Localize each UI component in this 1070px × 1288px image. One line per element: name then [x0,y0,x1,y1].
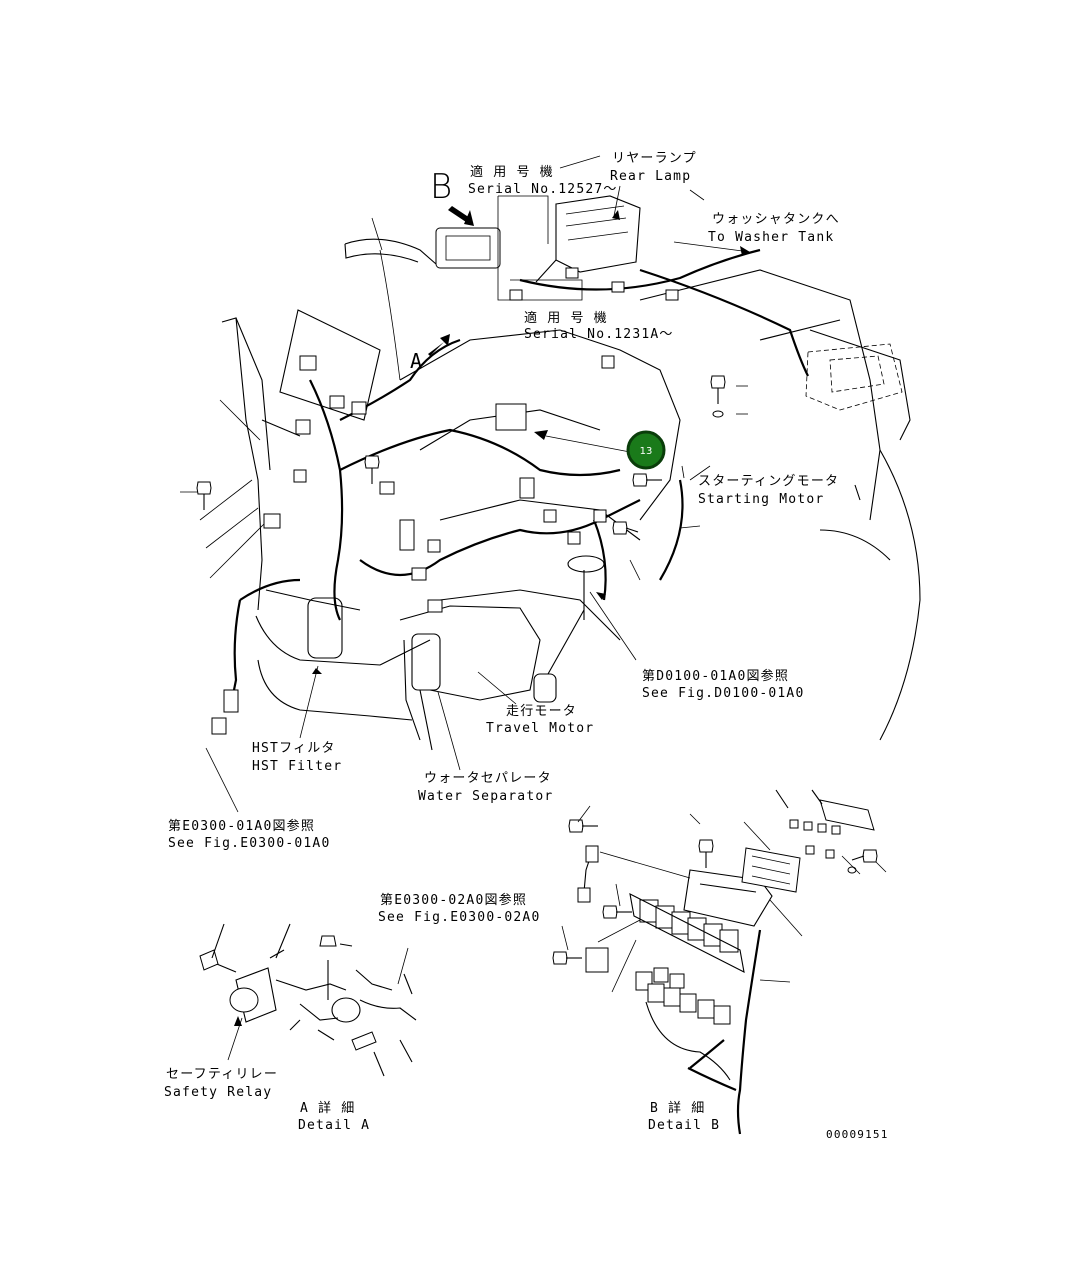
see-e0300-02-label-en: See Fig.E0300-02A0 [378,910,540,925]
see-d0100-label-en: See Fig.D0100-01A0 [642,686,804,701]
detail-a-title-en: Detail A [298,1118,370,1133]
rear-lamp-label-en: Rear Lamp [610,169,691,184]
travel-motor-label-jp: 走行モータ [506,704,577,719]
serial-a-label-jp: 適 用 号 機 [470,164,554,180]
view-a-marker: A [410,349,423,373]
starting-motor-label-jp: スターティングモータ [698,474,839,489]
safety-relay-label-en: Safety Relay [164,1085,272,1100]
see-e0300-02-label-jp: 第E0300-02A0図参照 [380,892,527,908]
detail-b-title-en: Detail B [648,1118,720,1133]
callout-number: 13 [640,446,653,457]
hst-filter-label-jp: HSTフィルタ [252,741,336,756]
water-separator-label-en: Water Separator [418,789,553,804]
diagram-labels: B A 適 用 号 機 Serial No.12527～ リヤーランプ Rear… [164,151,889,1141]
see-e0300-01-label-jp: 第E0300-01A0図参照 [168,818,315,834]
leader-lines [180,155,751,813]
serial-b-label-en: Serial No.1231A～ [524,327,674,342]
machine-body-outline [221,195,921,751]
hst-filter-label-en: HST Filter [252,759,342,774]
drawing-number: 00009151 [826,1128,889,1141]
safety-relay-label-jp: セーフティリレー [166,1067,278,1082]
travel-motor-label-en: Travel Motor [486,721,594,736]
starting-motor-label-en: Starting Motor [698,492,824,507]
detail-a-illustration [199,923,417,1077]
bolts [196,375,726,535]
serial-b-label-jp: 適 用 号 機 [524,310,608,326]
callout-13[interactable]: 13 [626,430,666,470]
view-b-marker: B [430,167,452,207]
detail-b-illustration [552,789,887,1135]
connectors [211,227,679,735]
rear-lamp-label-jp: リヤーランプ [612,151,697,166]
see-e0300-01-label-en: See Fig.E0300-01A0 [168,836,330,851]
serial-a-label-en: Serial No.12527～ [468,182,618,197]
water-separator-label-jp: ウォータセパレータ [424,771,552,786]
detail-b-title-jp: B 詳 細 [650,1100,705,1116]
washer-tank-label-en: To Washer Tank [708,230,834,245]
washer-tank-label-jp: ウォッシャタンクへ [712,212,840,227]
detail-a-title-jp: A 詳 細 [300,1100,355,1116]
see-d0100-label-jp: 第D0100-01A0図参照 [642,668,789,684]
